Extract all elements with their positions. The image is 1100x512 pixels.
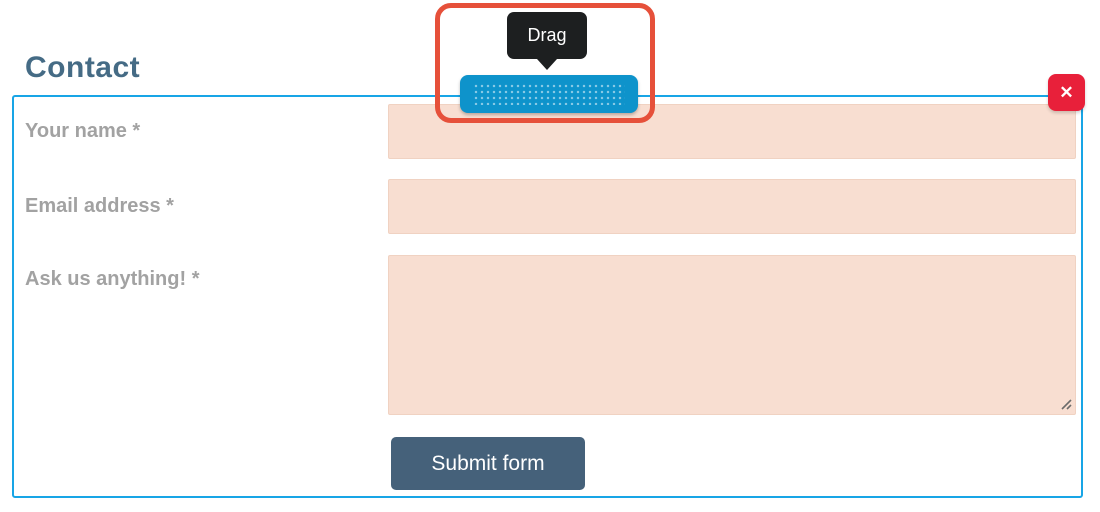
close-button[interactable]: ✕ xyxy=(1048,74,1085,111)
email-input[interactable] xyxy=(388,179,1076,234)
message-textarea[interactable] xyxy=(388,255,1076,415)
close-icon: ✕ xyxy=(1059,83,1074,102)
textarea-resize-handle-icon[interactable] xyxy=(1059,397,1073,411)
name-field-label: Your name * xyxy=(25,120,141,142)
drag-handle-dots-icon xyxy=(473,83,625,105)
name-input[interactable] xyxy=(388,104,1076,159)
email-field-label: Email address * xyxy=(25,195,174,217)
submit-form-button[interactable]: Submit form xyxy=(391,437,585,490)
drag-tooltip-label: Drag xyxy=(527,25,567,45)
message-field-label: Ask us anything! * xyxy=(25,268,200,290)
drag-tooltip: Drag xyxy=(507,12,587,59)
page-title: Contact xyxy=(25,51,141,84)
drag-handle[interactable] xyxy=(460,75,638,113)
